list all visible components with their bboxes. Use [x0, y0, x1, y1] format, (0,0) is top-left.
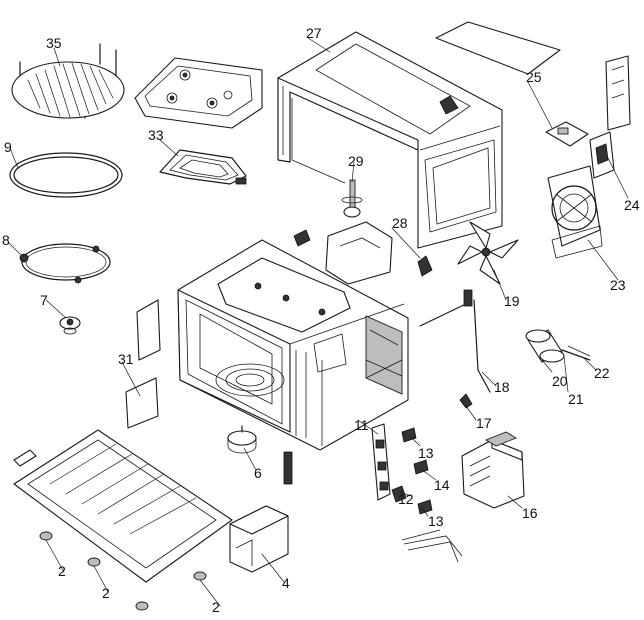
callout-16: 16	[522, 505, 538, 521]
part-grill-rack	[11, 43, 125, 119]
part-foot-d	[135, 601, 149, 611]
part-switch-14	[413, 459, 429, 475]
callout-35: 35	[46, 35, 62, 51]
callout-12: 12	[398, 491, 414, 507]
part-grill-heater	[159, 149, 247, 185]
callout-33: 33	[148, 127, 164, 143]
callout-22: 22	[594, 365, 610, 381]
part-switch-bracket	[371, 423, 391, 501]
part-sensor-probe	[419, 289, 491, 393]
part-base-plate	[13, 429, 233, 583]
callout-29: 29	[348, 153, 364, 169]
part-transformer	[229, 505, 289, 573]
part-turntable-motor	[227, 425, 257, 454]
part-thermal-cutout	[341, 179, 363, 218]
part-fan-housing	[547, 165, 603, 259]
part-glass-tray	[9, 152, 123, 198]
callout-11: 11	[354, 417, 369, 433]
callout-27: 27	[306, 25, 322, 41]
part-foot-a	[39, 531, 53, 541]
callout-24: 24	[624, 197, 640, 213]
part-magnetron	[461, 431, 525, 509]
part-diode	[561, 345, 591, 361]
part-latch	[417, 255, 433, 277]
part-control-board	[545, 121, 589, 147]
callout-21: 21	[568, 391, 584, 407]
callout-9: 9	[4, 139, 12, 155]
part-roller-ring	[19, 243, 111, 284]
callout-labels: 2 2 2 4 6 7 8 9 11 12 13 13 14 16 17 18 …	[2, 25, 640, 615]
callout-17: 17	[476, 415, 492, 431]
part-foot-b	[87, 557, 101, 567]
callout-23: 23	[610, 277, 626, 293]
callout-2b: 2	[102, 585, 110, 601]
callout-13a: 13	[418, 445, 434, 461]
part-fan-blade	[457, 221, 519, 285]
part-mica-cover	[125, 299, 161, 429]
part-control-panel	[605, 55, 631, 131]
part-coupler	[59, 316, 81, 335]
callout-13b: 13	[428, 513, 444, 529]
callout-2c: 2	[212, 599, 220, 615]
callout-25: 25	[526, 69, 542, 85]
callout-8: 8	[2, 232, 10, 248]
part-hinge	[293, 229, 311, 247]
part-capacitor	[525, 329, 565, 363]
callout-28: 28	[392, 215, 408, 231]
leader-lines	[7, 37, 629, 607]
part-top-sheet	[435, 21, 561, 75]
part-wire-harness	[401, 529, 463, 563]
part-magnetron-bracket	[325, 221, 393, 285]
part-interlock-strip	[283, 451, 293, 485]
callout-6: 6	[254, 465, 262, 481]
callout-7: 7	[40, 292, 48, 308]
part-switch-13b	[417, 499, 433, 515]
part-switch-12	[391, 485, 407, 503]
callout-20: 20	[552, 373, 568, 389]
part-foot-c	[193, 571, 207, 581]
part-grill-plate	[134, 57, 263, 129]
callout-31: 31	[118, 351, 134, 367]
part-fan-motor-bracket	[589, 131, 615, 179]
callout-19: 19	[504, 293, 520, 309]
part-oven-cavity	[177, 239, 409, 451]
part-outer-cabinet	[277, 31, 503, 249]
callout-4: 4	[282, 575, 290, 591]
part-foot	[459, 393, 473, 409]
callout-18: 18	[494, 379, 510, 395]
callout-2a: 2	[58, 563, 66, 579]
callout-14: 14	[434, 477, 450, 493]
